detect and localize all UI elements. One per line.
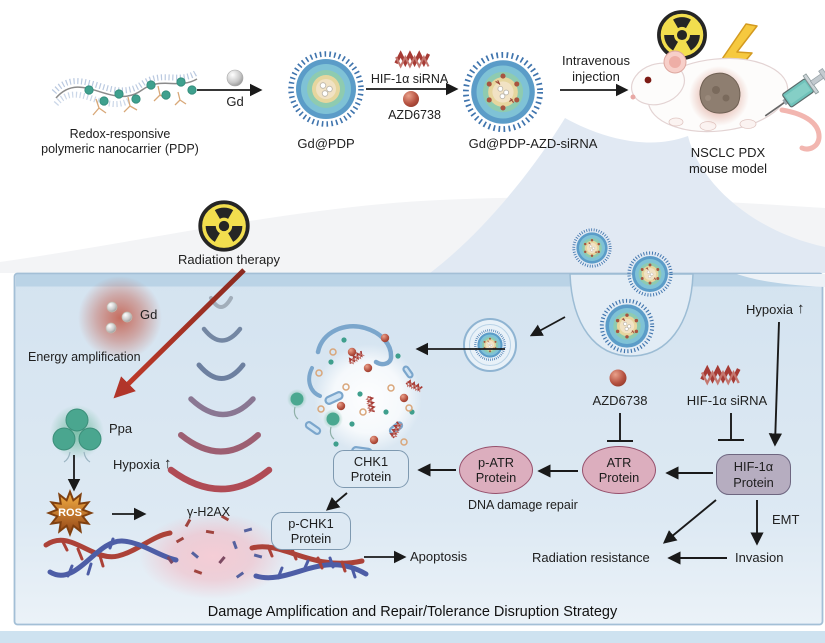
np-gd-pdp-azd-sirna: [466, 55, 540, 129]
gd-arrow-label: Gd: [226, 94, 244, 109]
atr-line2: Protein: [598, 470, 640, 485]
strategy-title: Damage Amplification and Repair/Toleranc…: [207, 604, 618, 620]
mouse-tail: [779, 107, 822, 152]
background-funnel-blue: [430, 118, 825, 273]
sirna-cell-label: HIF-1α siRNA: [686, 393, 768, 408]
gd-energy-source: [78, 276, 162, 360]
mouse-model-label: NSCLC PDX mouse model: [678, 145, 778, 176]
ppa-label: Ppa: [109, 421, 133, 436]
p-atr-line1: p-ATR: [477, 454, 515, 470]
up-arrow-icon: ↑: [163, 455, 172, 473]
mouse-illustration: [630, 50, 822, 152]
hif-protein-node: HIF-1α Protein: [716, 454, 791, 495]
chk1-protein-node: CHK1 Protein: [333, 450, 409, 488]
np-gd-pdp: [291, 54, 361, 124]
azd-sphere-cell: [609, 369, 627, 387]
sirna-icon-top: [394, 52, 431, 69]
mouse-model-line2: mouse model: [688, 160, 768, 176]
polymer-caption: Redox-responsive polymeric nanocarrier (…: [20, 127, 220, 157]
mouse-model-line1: NSCLC PDX: [690, 145, 766, 160]
invasion-label: Invasion: [735, 550, 784, 565]
p-chk1-line2: Protein: [290, 531, 332, 546]
hypoxia-left-text: Hypoxia: [113, 457, 160, 472]
p-atr-line2: Protein: [475, 470, 517, 485]
chk1-line2: Protein: [350, 469, 392, 484]
polymer-illustration: [51, 70, 198, 116]
hif-line1: HIF-1α: [733, 459, 774, 475]
released-ppa: [287, 389, 343, 440]
radiation-icon-top: [659, 12, 705, 58]
injection-label-line1: Intravenous: [562, 53, 630, 68]
tumor: [699, 72, 741, 114]
radiation-therapy-label: Radiation therapy: [178, 252, 280, 267]
membrane-overlap-white: [737, 274, 825, 287]
azd-label-top: AZD6738: [388, 108, 441, 122]
azd-sphere-top: [403, 91, 419, 107]
up-arrow-icon: ↑: [796, 300, 805, 318]
hypoxia-left-label: Hypoxia ↑: [113, 455, 172, 473]
emt-label: EMT: [772, 512, 800, 527]
polymer-caption-line1: Redox-responsive: [69, 127, 171, 141]
arrow-uptake: [529, 316, 566, 337]
ros-label: ROS: [58, 507, 82, 519]
apoptosis-label: Apoptosis: [410, 549, 468, 564]
gd-sphere: [226, 69, 244, 87]
np2-label: Gd@PDP-AZD-siRNA: [468, 136, 598, 151]
atr-protein-node: ATR Protein: [582, 446, 656, 494]
gamma-h2ax-label: γ-H2AX: [187, 505, 231, 519]
hypoxia-right-label: Hypoxia ↑: [746, 300, 805, 318]
energy-transfer-arrow: [113, 268, 246, 399]
signaling-arrows: [325, 321, 782, 565]
hif-line2: Protein: [733, 474, 774, 490]
ros-star: [45, 488, 95, 538]
dna-helix: [43, 513, 369, 599]
injection-label-line2: injection: [572, 68, 620, 84]
mouse-eye: [644, 76, 652, 84]
injection-label: Intravenous injection: [546, 53, 646, 84]
azd-cell-label: AZD6738: [592, 393, 648, 408]
atr-line1: ATR: [606, 454, 632, 470]
dna-damage-glow: [139, 513, 287, 599]
sirna-label-top: HIF-1α siRNA: [370, 72, 449, 86]
np1-label: Gd@PDP: [297, 136, 355, 151]
chk1-line1: CHK1: [353, 453, 389, 469]
hypoxia-right-text: Hypoxia: [746, 302, 793, 317]
gd-cell-label: Gd: [140, 307, 158, 322]
p-chk1-line1: p-CHK1: [288, 515, 334, 531]
dna-damage-repair-label: DNA damage repair: [468, 498, 578, 512]
p-atr-protein-node: p-ATR Protein: [459, 446, 533, 494]
radiation-resistance-label: Radiation resistance: [532, 550, 650, 565]
radiation-icon-therapy: [200, 202, 248, 250]
polymer-caption-line2: polymeric nanocarrier (PDP): [41, 142, 199, 156]
p-chk1-protein-node: p-CHK1 Protein: [271, 512, 351, 550]
dna-fragments: [166, 514, 263, 579]
energy-amplification-label: Energy amplification: [28, 350, 141, 364]
syringe-icon: [764, 68, 825, 117]
ppa-cluster: [50, 405, 104, 463]
bottom-strip: [0, 631, 825, 643]
